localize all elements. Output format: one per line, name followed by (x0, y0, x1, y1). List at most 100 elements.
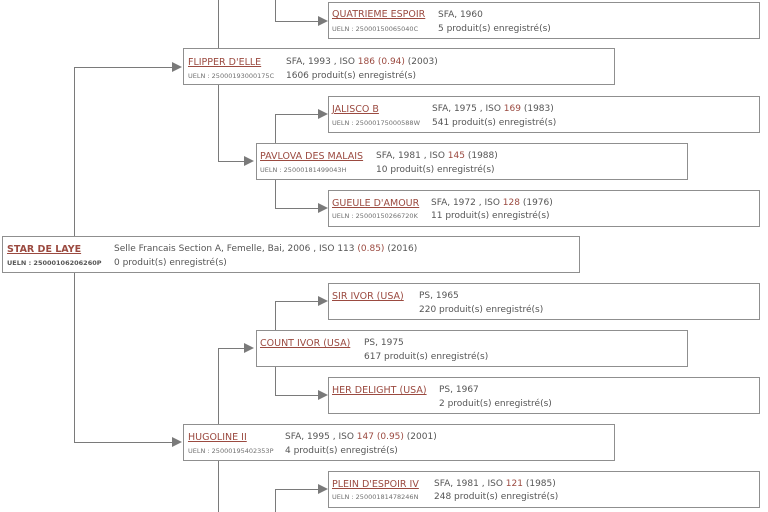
iso-year: (1976) (522, 198, 553, 208)
connector-line (275, 489, 276, 512)
connector-arrow-icon (318, 16, 328, 26)
horse-breed-year: SFA, 1993 , (286, 57, 337, 67)
iso-year: (1983) (523, 104, 554, 114)
horse-breed-year: Selle Francais Section A, Femelle, Bai, … (114, 244, 317, 254)
connector-arrow-icon (318, 109, 328, 119)
iso-coefficient: (0.95) (376, 432, 404, 442)
connector-line (218, 161, 246, 162)
horse-link-plein-d-espoir-iv[interactable]: PLEIN D'ESPOIR IV (332, 479, 419, 490)
connector-line (74, 67, 75, 237)
horse-link-gueule-d-amour[interactable]: GUEULE D'AMOUR (332, 198, 420, 209)
iso-year: (1988) (467, 151, 498, 161)
connector-line (218, 0, 219, 48)
horse-produits: 5 produit(s) enregistré(s) (438, 24, 551, 34)
horse-breed-year: SFA, 1972 , (431, 198, 482, 208)
iso-label: ISO (429, 151, 445, 161)
connector-arrow-icon (172, 62, 182, 72)
iso-label: ISO (485, 104, 501, 114)
connector-line (275, 301, 320, 302)
horse-ueln: UELN : 25000181499043H (260, 166, 347, 174)
connector-arrow-icon (318, 296, 328, 306)
horse-card-flipper-d-elle: FLIPPER D'ELLE UELN : 25000193000175C SF… (183, 48, 615, 85)
iso-label: ISO (487, 479, 503, 489)
horse-details: SFA, 1975 , ISO 169 (1983) (432, 104, 554, 114)
horse-card-jalisco-b: JALISCO B UELN : 25000175000588W SFA, 19… (328, 96, 760, 133)
iso-value: 128 (502, 198, 520, 208)
horse-link-star-de-laye[interactable]: STAR DE LAYE (7, 244, 82, 255)
horse-breed-year: SFA, 1981 , (376, 151, 427, 161)
horse-produits: 617 produit(s) enregistré(s) (364, 352, 489, 362)
connector-line (275, 208, 320, 209)
connector-line (218, 458, 219, 512)
horse-card-her-delight: HER DELIGHT (USA) PS, 1967 2 produit(s) … (328, 377, 760, 414)
horse-breed-year: SFA, 1981 , (434, 479, 485, 489)
horse-link-her-delight[interactable]: HER DELIGHT (USA) (332, 385, 427, 396)
horse-card-gueule-d-amour: GUEULE D'AMOUR UELN : 25000150266720K SF… (328, 190, 760, 227)
horse-produits: 220 produit(s) enregistré(s) (419, 305, 544, 315)
connector-line (275, 489, 320, 490)
connector-line (275, 0, 276, 22)
iso-value: 121 (505, 479, 523, 489)
connector-line (218, 348, 219, 426)
horse-ueln: UELN : 25000195402353P (188, 447, 274, 455)
iso-coefficient: (0.85) (357, 244, 385, 254)
horse-card-count-ivor: COUNT IVOR (USA) PS, 1975 617 produit(s)… (256, 330, 688, 367)
horse-card-hugoline-ii: HUGOLINE II UELN : 25000195402353P SFA, … (183, 424, 615, 461)
connector-line (275, 301, 276, 331)
iso-value: 186 (357, 57, 375, 67)
iso-coefficient: (0.94) (377, 57, 405, 67)
horse-ueln: UELN : 25000193000175C (188, 72, 275, 80)
horse-produits: 541 produit(s) enregistré(s) (432, 118, 557, 128)
iso-label: ISO (484, 198, 500, 208)
horse-link-sir-ivor[interactable]: SIR IVOR (USA) (332, 291, 404, 302)
connector-line (275, 114, 320, 115)
iso-label: ISO (338, 432, 354, 442)
horse-produits: 10 produit(s) enregistré(s) (376, 165, 495, 175)
connector-line (74, 442, 174, 443)
horse-card-pavlova-des-malais: PAVLOVA DES MALAIS UELN : 25000181499043… (256, 143, 688, 180)
connector-arrow-icon (244, 156, 254, 166)
connector-line (275, 21, 320, 22)
horse-link-jalisco-b[interactable]: JALISCO B (332, 104, 379, 115)
horse-produits: 11 produit(s) enregistré(s) (431, 211, 550, 221)
horse-details: Selle Francais Section A, Femelle, Bai, … (114, 244, 417, 254)
horse-ueln: UELN : 25000181478246N (332, 493, 419, 501)
horse-details: PS, 1965 (419, 291, 459, 301)
horse-ueln: UELN : 25000150266720K (332, 212, 418, 220)
horse-breed-year: SFA, 1975 , (432, 104, 483, 114)
horse-link-pavlova-des-malais[interactable]: PAVLOVA DES MALAIS (260, 151, 364, 162)
iso-year: (2016) (387, 244, 418, 254)
connector-line (218, 348, 246, 349)
horse-breed-year: SFA, 1995 , (285, 432, 336, 442)
connector-line (275, 176, 276, 208)
iso-value: 147 (356, 432, 374, 442)
connector-line (218, 75, 219, 161)
horse-details: SFA, 1960 (438, 10, 483, 20)
horse-ueln: UELN : 25000175000588W (332, 119, 420, 127)
horse-link-hugoline-ii[interactable]: HUGOLINE II (188, 432, 247, 443)
iso-label: ISO (318, 244, 335, 254)
horse-produits: 0 produit(s) enregistré(s) (114, 258, 227, 268)
horse-details: SFA, 1993 , ISO 186 (0.94) (2003) (286, 57, 438, 67)
connector-line (275, 365, 276, 395)
horse-produits: 4 produit(s) enregistré(s) (285, 446, 398, 456)
connector-arrow-icon (318, 203, 328, 213)
connector-line (275, 395, 320, 396)
connector-arrow-icon (244, 343, 254, 353)
horse-link-quatrieme-espoir[interactable]: QUATRIEME ESPOIR (332, 9, 426, 20)
horse-link-count-ivor[interactable]: COUNT IVOR (USA) (260, 338, 351, 349)
connector-line (275, 114, 276, 144)
iso-value: 113 (337, 244, 355, 254)
horse-link-flipper-d-elle[interactable]: FLIPPER D'ELLE (188, 57, 262, 68)
iso-value: 145 (447, 151, 465, 161)
horse-card-sir-ivor: SIR IVOR (USA) PS, 1965 220 produit(s) e… (328, 283, 760, 320)
horse-details: SFA, 1981 , ISO 121 (1985) (434, 479, 556, 489)
iso-year: (2003) (407, 57, 438, 67)
horse-produits: 2 produit(s) enregistré(s) (439, 399, 552, 409)
horse-details: SFA, 1972 , ISO 128 (1976) (431, 198, 553, 208)
horse-produits: 248 produit(s) enregistré(s) (434, 492, 559, 502)
horse-produits: 1606 produit(s) enregistré(s) (286, 71, 416, 81)
connector-arrow-icon (318, 390, 328, 400)
horse-card-quatrieme-espoir: QUATRIEME ESPOIR UELN : 25000150065040C … (328, 2, 760, 39)
